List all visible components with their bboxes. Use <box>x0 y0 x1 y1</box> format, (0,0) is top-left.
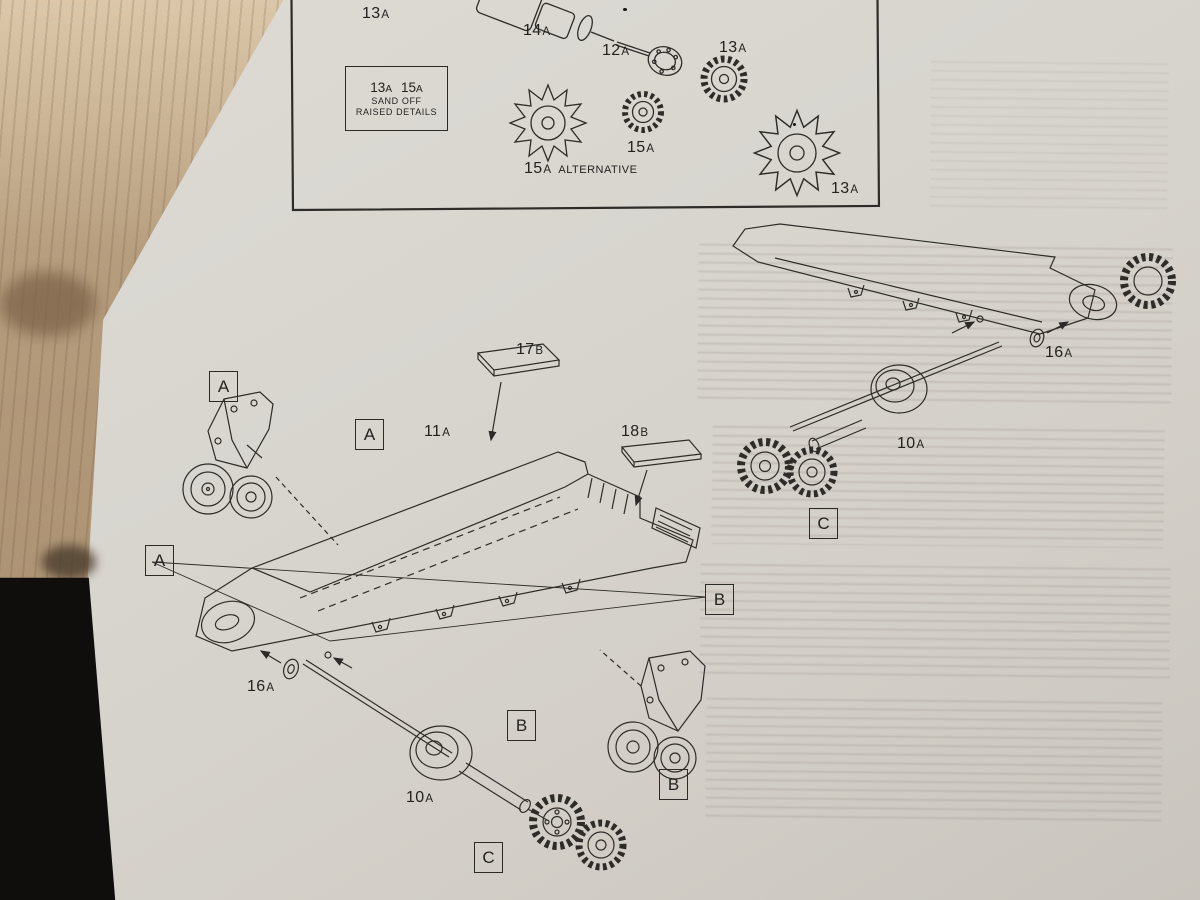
part-label-15a: 15A <box>627 139 655 156</box>
hull-floor-drawing <box>195 451 701 652</box>
part-label-18b: 18B <box>621 423 649 440</box>
hull-floor-drawing <box>732 223 1176 335</box>
callout-box-c: C <box>474 842 503 873</box>
note-line: SAND OFF <box>371 96 422 106</box>
wood-knot <box>42 545 96 579</box>
part-label-13a: 13A <box>362 5 390 22</box>
axle-10a-drawing <box>789 315 1070 453</box>
spiky-sprocket-drawing <box>509 84 587 162</box>
ink-speck <box>793 123 796 126</box>
part-label-16a: 16A <box>1045 344 1073 361</box>
sprocket-pair-drawing <box>737 438 838 498</box>
callout-box-a: A <box>145 545 174 576</box>
sprocket-drawing <box>700 55 748 103</box>
wood-knot <box>0 272 96 336</box>
callout-box-a: A <box>209 371 238 402</box>
part-label-16a: 16A <box>247 678 275 695</box>
main-hull-group <box>151 343 707 871</box>
part-label-13a: 13A <box>831 180 859 197</box>
part-label-12a: 12A <box>602 42 630 59</box>
callout-box-b: B <box>507 710 536 741</box>
ink-speck <box>623 8 627 11</box>
plate-17b-drawing <box>476 343 561 442</box>
part-label-17b: 17B <box>516 341 544 358</box>
rear-hull-group <box>732 223 1176 498</box>
idler-drum-drawing <box>475 0 576 40</box>
callout-box-c: C <box>809 508 838 539</box>
spiky-sprocket-drawing <box>753 109 841 197</box>
bogie-drawing <box>182 391 339 546</box>
step-box-group <box>289 0 881 212</box>
plate-18b-drawing <box>620 439 703 507</box>
callout-box-a: A <box>355 419 384 450</box>
part-label-11a: 11A <box>424 423 451 440</box>
gear-drawing <box>622 91 664 133</box>
callout-box-b: B <box>705 584 734 615</box>
construction-lines <box>151 561 707 642</box>
bogie-drawing <box>599 649 706 780</box>
axle-hub-drawing <box>615 41 683 76</box>
callout-box-b: B <box>659 769 688 800</box>
part-label-10a: 10A <box>897 435 925 452</box>
step-box-frame <box>289 0 881 212</box>
part-label-13a: 13A <box>719 39 747 56</box>
axle-10a-drawing <box>259 650 548 821</box>
sprocket-pair-drawing <box>529 794 627 871</box>
part-label-10a: 10A <box>406 789 434 806</box>
note-line: RAISED DETAILS <box>355 107 438 117</box>
part-label-14a: 14A <box>523 22 551 39</box>
